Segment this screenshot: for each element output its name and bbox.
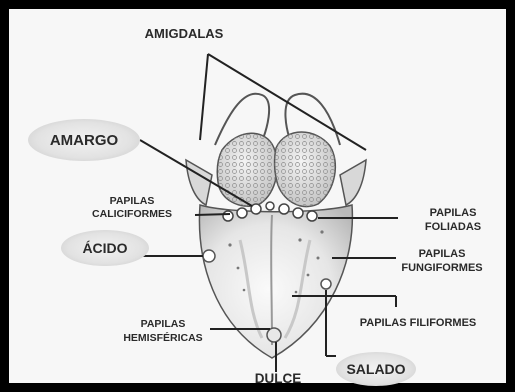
median-sulcus bbox=[271, 215, 272, 345]
salado-marker bbox=[321, 279, 331, 289]
label-amargo: AMARGO bbox=[50, 132, 119, 149]
label-dulce: DULCE bbox=[255, 371, 302, 386]
fold-left bbox=[186, 160, 212, 205]
label-papilas-fungiformes-line1: PAPILAS bbox=[419, 248, 466, 260]
label-papilas-foliadas-line1: PAPILAS bbox=[430, 207, 477, 219]
label-papilas-fungiformes-line2: FUNGIFORMES bbox=[401, 262, 482, 274]
label-salado: SALADO bbox=[346, 361, 405, 377]
label-papilas-hemisfericas-line2: HEMISFÉRICAS bbox=[123, 331, 202, 344]
label-amigdalas: AMIGDALAS bbox=[145, 26, 224, 41]
label-papilas-filiformes: PAPILAS FILIFORMES bbox=[360, 317, 477, 329]
acido-marker bbox=[203, 250, 215, 262]
label-papilas-hemisfericas-line1: PAPILAS bbox=[141, 318, 186, 330]
label-papilas-caliciformes-line2: CALICIFORMES bbox=[92, 208, 172, 220]
label-papilas-foliadas-line2: FOLIADAS bbox=[425, 221, 481, 233]
label-acido: ÁCIDO bbox=[82, 240, 127, 256]
dulce-marker bbox=[267, 328, 281, 342]
fold-right bbox=[340, 160, 366, 205]
label-papilas-caliciformes-line1: PAPILAS bbox=[110, 195, 155, 207]
